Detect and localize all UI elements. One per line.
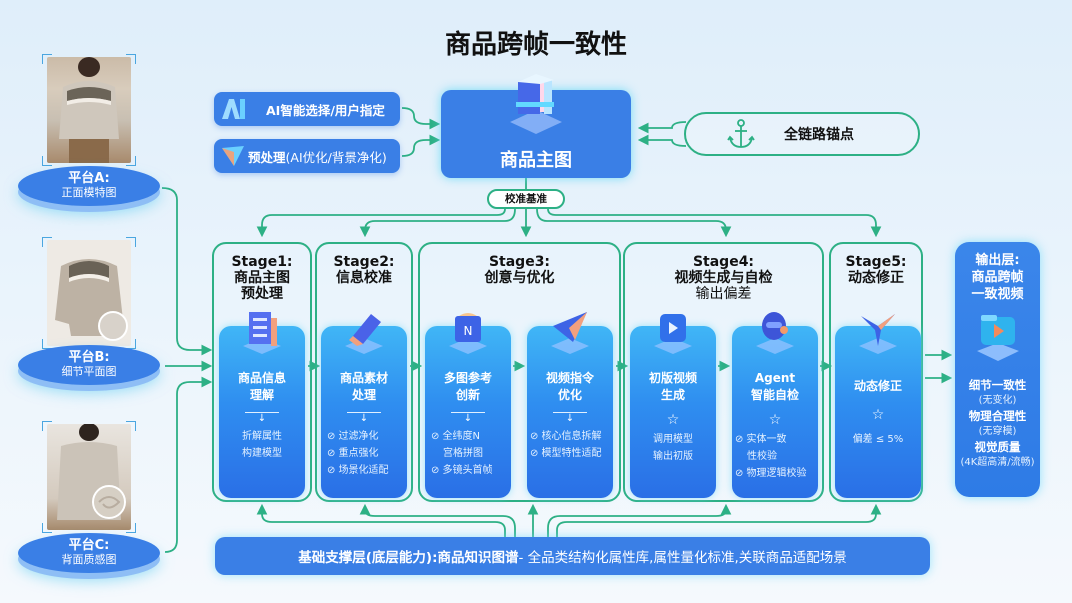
card-product-material-processing: 商品素材处理 ↓ ⊘ 过滤净化⊘ 重点强化⊘ 场景化适配 [321, 314, 407, 498]
arrow-down-icon: ↓ [565, 413, 575, 424]
main-product-image-node: 商品主图 [441, 74, 631, 178]
card-initial-video-generation: 初版视频生成 ☆ 调用模型输出初版 [630, 314, 716, 498]
connector-platform-c [164, 376, 213, 553]
arrow-down-icon: ↓ [463, 413, 473, 424]
full-chain-anchor: 全链路锚点 [684, 112, 920, 156]
platform-c: 平台C: 背面质感图 [0, 421, 170, 573]
video-folder-icon [654, 314, 692, 354]
stage-3-box: Stage3: 创意与优化 [418, 242, 621, 502]
platform-c-label: 平台C: 背面质感图 [18, 533, 160, 573]
stage-4-box: Stage4: 视频生成与自检 输出偏差 [623, 242, 824, 502]
model-front-photo [47, 57, 131, 163]
back-texture-photo [47, 424, 131, 530]
eraser-icon [345, 314, 383, 354]
photo-frame [42, 237, 136, 349]
connector-foundation-stage2 [359, 503, 516, 537]
photo-frame [42, 54, 136, 166]
platform-a-label: 平台A: 正面模特图 [18, 166, 160, 206]
document-stack-icon [243, 312, 281, 354]
video-folder-icon [976, 315, 1019, 361]
ai-logo-icon [220, 97, 248, 121]
ai-select-pill: AI智能选择/用户指定 [214, 92, 400, 126]
n-folder-icon: N [449, 313, 487, 354]
connector-platform-a [161, 187, 213, 356]
arrow-down-icon: ↓ [257, 413, 267, 424]
star-icon: ☆ [871, 407, 885, 423]
output-layer: 输出层:商品跨帧一致视频 细节一致性 (无变化) 物理合理性 (无穿模) 视觉质… [955, 242, 1040, 497]
card-product-info-understanding: 商品信息理解 ↓ 折解属性构建模型 [219, 312, 305, 498]
connector-preprocess [401, 134, 441, 157]
connector-anchor-2 [637, 134, 687, 147]
card-dynamic-correction: 动态修正 ☆ 偏差 ≤ 5% [835, 314, 921, 498]
foundation-layer: 基础支撑层(底层能力):商品知识图谱 - 全品类结构化属性库,属性量化标准,关联… [215, 537, 930, 575]
platform-b: 平台B: 细节平面图 [0, 237, 170, 387]
connector-foundation-stage1 [256, 503, 506, 537]
platform-b-label: 平台B: 细节平面图 [18, 345, 160, 385]
connector-foundation-stage5 [556, 503, 882, 537]
calibration-baseline-badge: 校准基准 [487, 189, 565, 209]
stage-2-box: Stage2: 信息校准 [315, 242, 413, 502]
layers-3d-icon [510, 74, 562, 134]
photo-frame [42, 421, 136, 533]
bird-logo-icon [859, 314, 897, 354]
page-title: 商品跨帧一致性 [444, 30, 627, 60]
stage-1-box: Stage1: 商品主图 预处理 [212, 242, 312, 502]
platform-a: 平台A: 正面模特图 [0, 54, 170, 206]
star-icon: ☆ [768, 412, 782, 428]
connector-foundation-stage4 [547, 503, 732, 537]
arrow-down-icon: ↓ [359, 413, 369, 424]
robot-head-icon [756, 312, 794, 354]
svg-text:N: N [464, 324, 473, 338]
connector-calib-stage5 [547, 208, 882, 238]
connector-calib-stage1 [256, 208, 506, 238]
connector-ai-select [401, 107, 441, 130]
anchor-icon [727, 119, 755, 148]
connector-anchor-1 [637, 121, 687, 134]
flat-detail-photo [47, 240, 131, 346]
paper-plane-icon [551, 312, 589, 354]
star-icon: ☆ [666, 412, 680, 428]
stage-5-box: Stage5: 动态修正 [829, 242, 923, 502]
funnel-logo-icon [220, 144, 248, 168]
card-video-instruction-optimization: 视频指令优化 ↓ ⊘ 核心信息拆解⊘ 模型特性适配 [527, 312, 613, 498]
connector-calib-stage4 [536, 208, 732, 238]
preprocess-pill: 预处理(AI优化/背景净化) [214, 139, 400, 173]
connector-calib-stage2 [359, 208, 516, 238]
